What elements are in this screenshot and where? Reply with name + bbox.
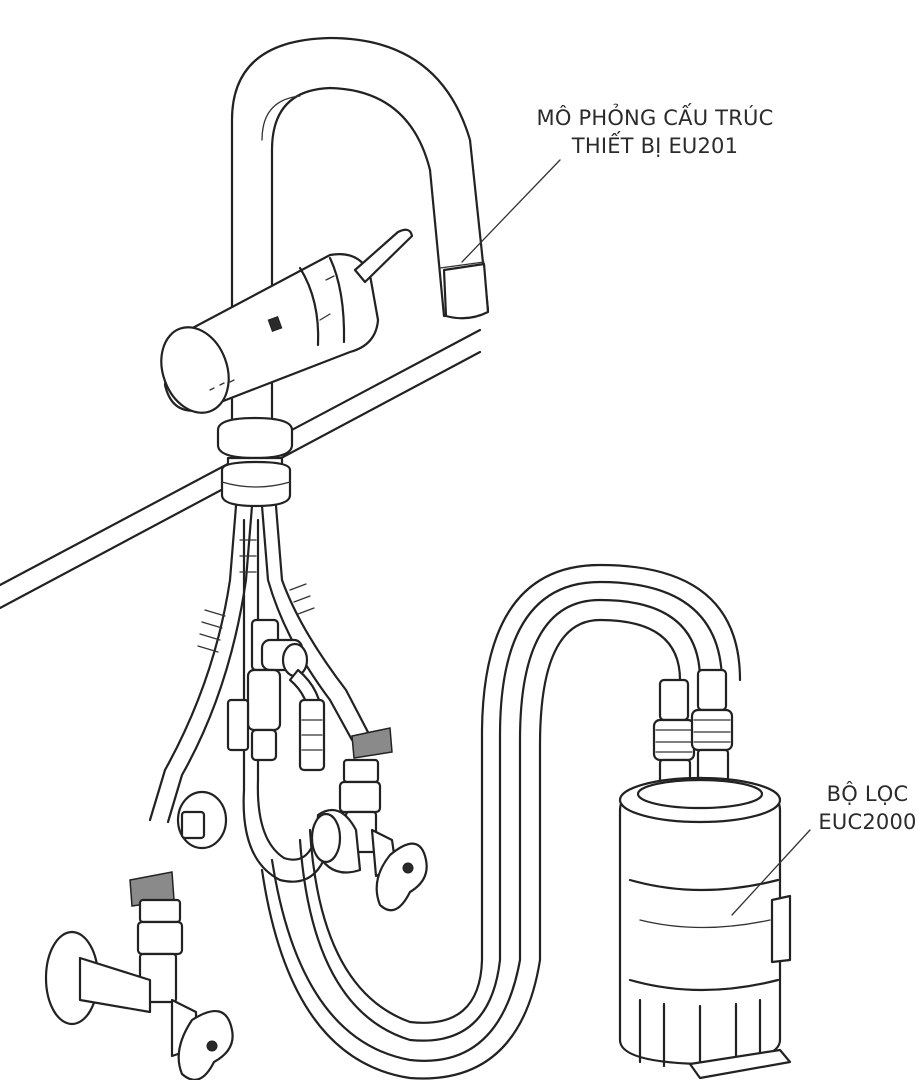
filter-canister <box>618 776 792 1080</box>
tape-markers <box>129 727 393 907</box>
faucet-callout-line1: MÔ PHỎNG CẤU TRÚC <box>536 106 774 130</box>
callout-leaders <box>461 159 811 916</box>
faucet-leader-line <box>461 159 561 263</box>
tee-connectors <box>176 618 326 850</box>
faucet-callout-label: MÔ PHỎNG CẤU TRÚC THIẾT BỊ EU201 <box>505 104 805 160</box>
filter-fittings <box>652 668 734 792</box>
angle-valve-left <box>44 898 234 1081</box>
faucet-callout-line2: THIẾT BỊ EU201 <box>571 134 739 158</box>
filter-callout-label: BỘ LỌC EUC2000 <box>812 780 923 836</box>
faucet-spout <box>230 36 490 422</box>
under-sink-hoses <box>148 504 372 883</box>
faucet-lever <box>353 228 414 284</box>
filter-callout-line1: BỘ LỌC <box>826 782 909 806</box>
filter-leader-line <box>731 829 811 916</box>
filter-callout-line2: EUC2000 <box>818 810 917 834</box>
angle-valve-right <box>310 758 428 912</box>
mounting-collar <box>216 416 294 508</box>
faucet-body <box>160 253 380 414</box>
filter-supply-hose <box>260 563 742 1080</box>
